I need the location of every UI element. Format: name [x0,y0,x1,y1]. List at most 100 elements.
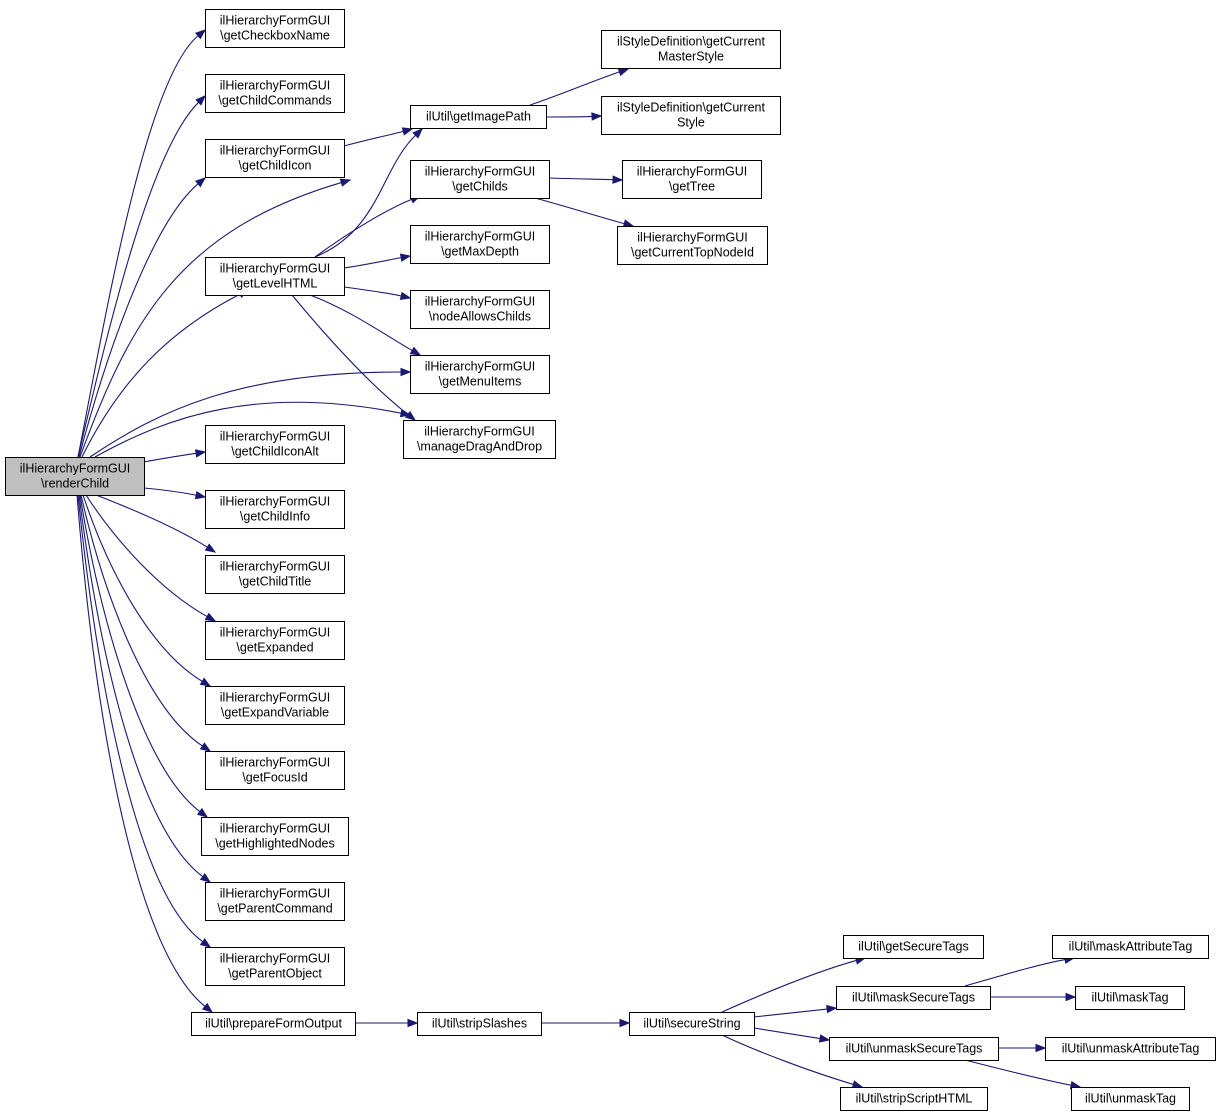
node-label: ilHierarchyFormGUI [637,231,747,245]
node-unmaskSecureTags[interactable]: ilUtil\unmaskSecureTags [829,1037,999,1061]
node-box [205,74,345,113]
edge-line [545,115,593,118]
arrowhead [199,742,212,752]
node-getChildIcon[interactable]: ilHierarchyFormGUI\getChildIcon [205,139,345,178]
node-getSecureTags[interactable]: ilUtil\getSecureTags [843,935,984,959]
edge-line [77,35,199,458]
edge-getLevelHTML-to-getMenuItems [309,294,422,356]
node-maskSecureTags[interactable]: ilUtil\maskSecureTags [836,986,991,1010]
edge-renderChild-to-getFocusId [80,494,212,752]
node-getFocusId[interactable]: ilHierarchyFormGUI\getFocusId [205,751,345,790]
edge-getLevelHTML-to-getChilds [314,195,422,258]
edge-line [534,197,625,225]
node-box [205,9,345,48]
edge-getLevelHTML-to-getMaxDepth [343,253,412,269]
node-label: ilUtil\secureString [643,1017,740,1031]
edge-renderChild-to-getChildIconAlt [143,449,207,463]
node-getCheckboxName[interactable]: ilHierarchyFormGUI\getCheckboxName [205,9,345,48]
node-getChildIconAlt[interactable]: ilHierarchyFormGUI\getChildIconAlt [205,425,345,464]
node-getChildTitle[interactable]: ilHierarchyFormGUI\getChildTitle [205,555,345,594]
node-getHighlightedNodes[interactable]: ilHierarchyFormGUI\getHighlightedNodes [201,817,349,856]
arrowhead [204,612,217,622]
edge-line [343,286,402,297]
edge-line [343,257,402,269]
node-label: ilStyleDefinition\getCurrent [617,35,766,49]
arrowhead [1065,992,1077,1002]
node-box [629,1012,755,1036]
arrowhead [412,128,423,139]
arrowhead [591,112,603,121]
arrowhead [409,346,422,356]
arrowhead [404,410,417,421]
node-label: \nodeAllowsChilds [429,310,531,324]
arrowhead [399,291,412,301]
node-label: ilHierarchyFormGUI [220,822,330,836]
node-label: \manageDragAndDrop [417,440,542,454]
node-stripSlashes[interactable]: ilUtil\stripSlashes [417,1012,542,1036]
node-prepareFormOutput[interactable]: ilUtil\prepareFormOutput [191,1012,356,1036]
edge-line [79,494,201,813]
edge-line [291,294,409,415]
edge-getLevelHTML-to-getImagePath [314,128,423,258]
node-label: ilHierarchyFormGUI [220,430,330,444]
node-label: \getChilds [452,180,508,194]
node-getTree[interactable]: ilHierarchyFormGUI\getTree [622,160,762,199]
edge-line [314,134,416,258]
arrowhead [399,253,412,262]
edge-getImagePath-to-getCurrentStyle [545,112,603,121]
node-getChilds[interactable]: ilHierarchyFormGUI\getChilds [410,160,550,199]
node-box [410,160,550,199]
edge-line [77,494,204,943]
arrowhead [400,367,412,377]
node-getChildInfo[interactable]: ilHierarchyFormGUI\getChildInfo [205,490,345,529]
node-unmaskAttributeTag[interactable]: ilUtil\unmaskAttributeTag [1045,1037,1216,1061]
node-box [410,225,550,264]
node-label: \getChildCommands [218,94,331,108]
node-getParentObject[interactable]: ilHierarchyFormGUI\getParentObject [205,947,345,986]
node-getMaxDepth[interactable]: ilHierarchyFormGUI\getMaxDepth [410,225,550,264]
edge-line [78,494,204,878]
node-renderChild[interactable]: ilHierarchyFormGUI\renderChild [5,457,145,496]
node-secureString[interactable]: ilUtil\secureString [629,1012,755,1036]
node-getMenuItems[interactable]: ilHierarchyFormGUI\getMenuItems [410,355,550,394]
node-label: \getTree [669,180,715,194]
node-nodeAllowsChilds[interactable]: ilHierarchyFormGUI\nodeAllowsChilds [410,290,550,329]
edge-getLevelHTML-to-manageDragAndDrop [291,294,417,421]
node-getExpanded[interactable]: ilHierarchyFormGUI\getExpanded [205,621,345,660]
node-box [191,1012,356,1036]
node-getLevelHTML[interactable]: ilHierarchyFormGUI\getLevelHTML [205,257,345,296]
node-maskTag[interactable]: ilUtil\maskTag [1075,986,1185,1010]
node-getImagePath[interactable]: ilUtil\getImagePath [410,105,547,129]
node-getExpandVariable[interactable]: ilHierarchyFormGUI\getExpandVariable [205,686,345,725]
node-box [5,457,145,496]
node-getChildCommands[interactable]: ilHierarchyFormGUI\getChildCommands [205,74,345,113]
node-label: \getLevelHTML [233,277,318,291]
node-label: ilHierarchyFormGUI [220,14,330,28]
node-manageDragAndDrop[interactable]: ilHierarchyFormGUI\manageDragAndDrop [403,420,556,459]
node-getParentCommand[interactable]: ilHierarchyFormGUI\getParentCommand [205,882,345,921]
edge-renderChild-to-getHighlightedNodes [79,494,209,818]
edge-line [753,1008,828,1018]
node-label: MasterStyle [658,50,724,64]
edge-line [80,494,203,747]
edge-secureString-to-unmaskSecureTags [753,1027,831,1043]
node-unmaskTag[interactable]: ilUtil\unmaskTag [1071,1087,1190,1111]
node-label: \getCheckboxName [220,29,330,43]
edge-renderChild-to-getParentObject [77,494,212,948]
edge-line [76,494,206,1007]
node-maskAttributeTag[interactable]: ilUtil\maskAttributeTag [1052,935,1209,959]
edge-renderChild-to-getChildInfo [143,487,207,500]
node-stripScriptHTML[interactable]: ilUtil\stripScriptHTML [840,1087,988,1111]
node-label: ilHierarchyFormGUI [425,165,535,179]
node-label: \getExpanded [236,641,313,655]
edge-renderChild-to-getChildIcon [78,177,207,458]
arrowhead [401,127,414,136]
node-label: ilHierarchyFormGUI [425,295,535,309]
arrowhead [818,1034,831,1043]
edge-renderChild-to-getExpanded [85,494,217,622]
node-getCurrentTopNodeId[interactable]: ilHierarchyFormGUI\getCurrentTopNodeId [617,226,768,265]
node-label: ilHierarchyFormGUI [637,165,747,179]
